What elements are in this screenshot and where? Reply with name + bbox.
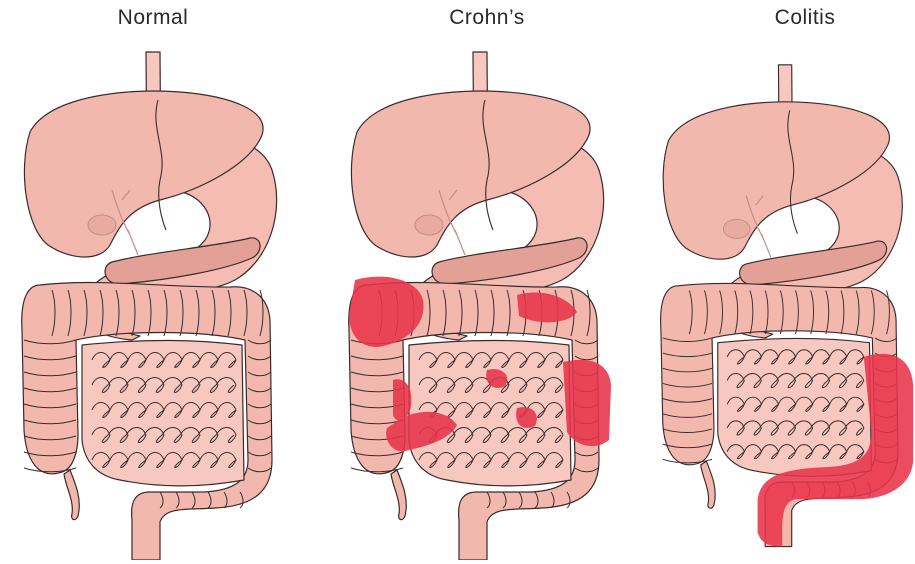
digestive-tract-normal [0, 40, 290, 560]
inflamed-patch [563, 360, 611, 446]
digestive-tract-crohns [327, 40, 617, 560]
gallbladder [415, 215, 443, 235]
anatomy-group [22, 52, 277, 560]
gallbladder [723, 219, 750, 238]
label-normal: Normal [78, 6, 228, 30]
appendix [701, 461, 716, 508]
appendix [391, 470, 406, 520]
appendix [64, 470, 79, 520]
anatomy-group [661, 65, 913, 547]
anatomy-group [349, 52, 611, 560]
gallbladder [88, 215, 116, 235]
label-colitis: Colitis [730, 6, 880, 30]
digestive-tract-colitis [640, 40, 915, 560]
label-crohns: Crohn’s [412, 6, 562, 30]
